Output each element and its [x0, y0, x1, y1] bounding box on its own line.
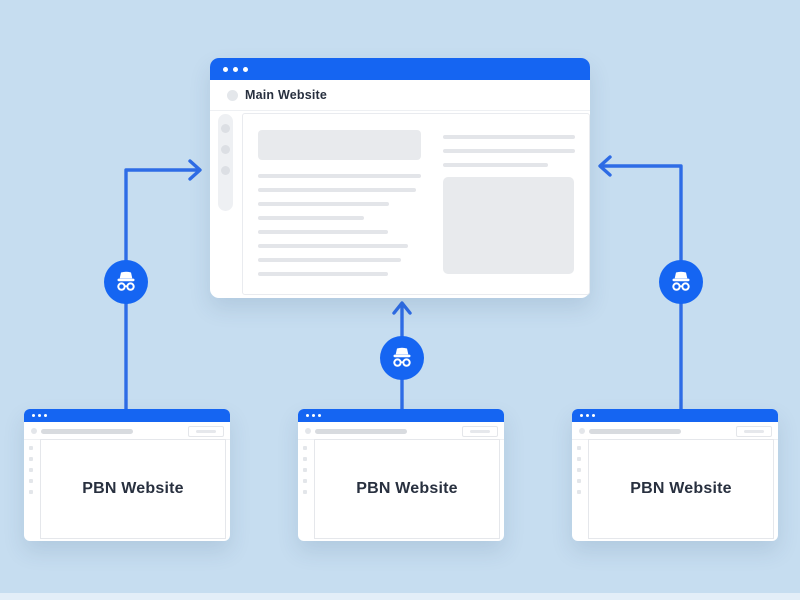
pbn-content-card: PBN Website — [588, 439, 774, 539]
skeleton-line — [258, 272, 388, 276]
favicon-icon — [31, 428, 37, 434]
sidebar-dot-icon — [221, 166, 230, 175]
main-window-titlebar — [210, 58, 590, 80]
main-window-body — [210, 110, 590, 298]
pbn-content-card: PBN Website — [40, 439, 226, 539]
pbn-sidebar — [303, 446, 309, 501]
pbn-sidebar — [29, 446, 35, 501]
window-dot — [223, 66, 228, 72]
sidebar-item-icon — [303, 490, 307, 494]
sidebar-item-icon — [577, 446, 581, 450]
sidebar-item-icon — [29, 490, 33, 494]
connector-left — [124, 168, 200, 411]
window-dots-icon — [306, 414, 324, 417]
bottom-strip — [0, 593, 800, 600]
address-bar — [41, 429, 133, 434]
main-window-header: Main Website — [210, 80, 590, 111]
main-content-card — [242, 113, 590, 295]
window-dot — [44, 414, 47, 417]
window-dot — [586, 414, 589, 417]
sidebar-item-icon — [303, 457, 307, 461]
incognito-icon — [380, 336, 424, 380]
window-dot — [38, 414, 41, 417]
window-dots-icon — [32, 414, 50, 417]
sidebar-dot-icon — [221, 145, 230, 154]
sidebar-item-icon — [29, 468, 33, 472]
sidebar-item-icon — [577, 468, 581, 472]
window-dot — [318, 414, 321, 417]
pbn-window-titlebar — [298, 409, 504, 422]
pbn-window-titlebar — [24, 409, 230, 422]
main-window-sidebar — [218, 114, 233, 211]
pbn-sidebar — [577, 446, 583, 501]
window-dot — [312, 414, 315, 417]
pbn-toolbar — [298, 422, 504, 440]
skeleton-line — [258, 258, 401, 262]
pbn-website-window-3: PBN Website — [572, 409, 778, 541]
window-dots-icon — [580, 414, 598, 417]
favicon-icon — [227, 89, 238, 101]
skeleton-line — [258, 202, 389, 206]
main-window-title: Main Website — [245, 88, 328, 102]
content-column-right — [443, 135, 575, 274]
connector-right — [600, 164, 683, 411]
skeleton-image-block — [443, 177, 574, 274]
arrowhead-right-icon — [188, 159, 202, 181]
toolbar-button — [462, 426, 498, 437]
window-dot — [243, 66, 248, 72]
content-column-left — [258, 130, 421, 286]
sidebar-item-icon — [29, 446, 33, 450]
skeleton-line — [443, 135, 575, 139]
window-dot — [580, 414, 583, 417]
window-dot — [592, 414, 595, 417]
sidebar-dot-icon — [221, 124, 230, 133]
toolbar-button — [736, 426, 772, 437]
main-website-window: Main Website — [210, 58, 590, 298]
address-bar — [589, 429, 681, 434]
incognito-icon — [659, 260, 703, 304]
pbn-content-card: PBN Website — [314, 439, 500, 539]
button-label-bar — [744, 430, 764, 433]
window-dot — [306, 414, 309, 417]
sidebar-item-icon — [577, 490, 581, 494]
sidebar-item-icon — [29, 479, 33, 483]
button-label-bar — [196, 430, 216, 433]
incognito-icon — [104, 260, 148, 304]
pbn-window-titlebar — [572, 409, 778, 422]
pbn-window-label: PBN Website — [630, 480, 732, 497]
sidebar-item-icon — [303, 446, 307, 450]
pbn-website-window-1: PBN Website — [24, 409, 230, 541]
address-bar — [315, 429, 407, 434]
skeleton-line — [258, 216, 364, 220]
sidebar-item-icon — [577, 457, 581, 461]
skeleton-line — [258, 244, 408, 248]
sidebar-item-icon — [303, 468, 307, 472]
skeleton-line — [258, 188, 416, 192]
window-dots-icon — [223, 66, 253, 72]
pbn-toolbar — [24, 422, 230, 440]
favicon-icon — [305, 428, 311, 434]
pbn-toolbar — [572, 422, 778, 440]
button-label-bar — [470, 430, 490, 433]
skeleton-line — [258, 230, 388, 234]
favicon-icon — [579, 428, 585, 434]
skeleton-line — [443, 163, 548, 167]
sidebar-item-icon — [29, 457, 33, 461]
window-dot — [32, 414, 35, 417]
sidebar-item-icon — [303, 479, 307, 483]
pbn-website-window-2: PBN Website — [298, 409, 504, 541]
sidebar-item-icon — [577, 479, 581, 483]
skeleton-line — [443, 149, 575, 153]
pbn-window-label: PBN Website — [356, 480, 458, 497]
arrowhead-left-icon — [598, 155, 612, 177]
skeleton-heading — [258, 130, 421, 160]
window-dot — [233, 66, 238, 72]
arrowhead-up-icon — [392, 301, 412, 315]
incognito-badges — [104, 260, 703, 380]
toolbar-button — [188, 426, 224, 437]
pbn-window-label: PBN Website — [82, 480, 184, 497]
skeleton-line — [258, 174, 421, 178]
